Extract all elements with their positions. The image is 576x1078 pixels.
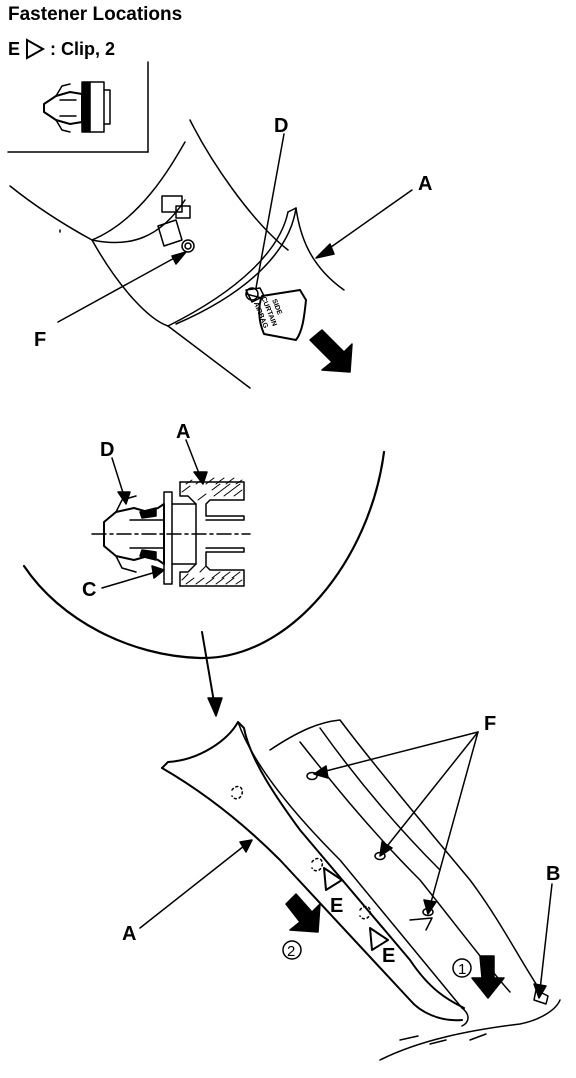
label-e-lower-1: E <box>330 895 343 917</box>
step-2-number: 2 <box>287 943 295 960</box>
lower-pillar-view <box>161 719 561 1061</box>
legend: E : Clip, 2 <box>8 38 115 60</box>
legend-letter: E <box>8 38 21 59</box>
magnified-view <box>22 450 386 660</box>
upper-pillar-view <box>9 119 345 389</box>
label-a-magnified: A <box>176 421 190 443</box>
leader-a-upper <box>323 189 413 253</box>
legend-text: : Clip, 2 <box>50 38 116 59</box>
clip-detail-inset <box>7 61 149 153</box>
label-e-lower-2: E <box>382 945 395 967</box>
label-f-lower: F <box>484 713 496 735</box>
label-d-magnified: D <box>100 439 114 461</box>
label-c-magnified: C <box>82 579 96 601</box>
label-a-lower: A <box>122 923 136 945</box>
leader-d-upper <box>255 133 285 289</box>
clip-triangle-icon <box>26 38 46 60</box>
label-d-upper: D <box>274 115 288 137</box>
step-1-number: 1 <box>458 961 466 978</box>
leader-f-upper <box>57 255 179 323</box>
down-arrow-icon <box>471 955 505 999</box>
page-title: Fastener Locations <box>8 4 183 25</box>
label-a-upper: A <box>418 173 432 195</box>
label-f-upper: F <box>34 329 46 351</box>
label-b-lower: B <box>546 863 560 885</box>
push-arrow-icon <box>285 893 321 933</box>
